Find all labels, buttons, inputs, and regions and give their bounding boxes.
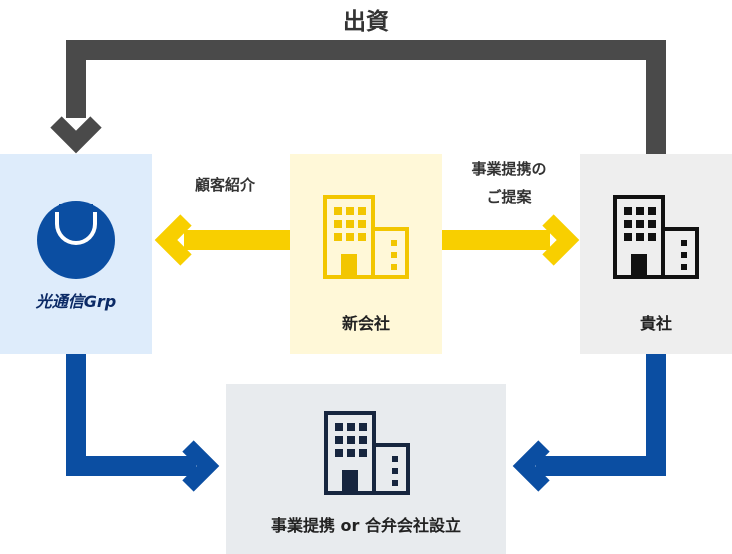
right-box-label: 貴社 xyxy=(639,314,672,333)
right-yellow-arrow xyxy=(442,214,580,266)
bottom-box-label: 事業提携 or 合弁会社設立 xyxy=(270,516,462,535)
right-box xyxy=(580,154,732,354)
center-box xyxy=(290,154,442,354)
customer-referral-label: 顧客紹介 xyxy=(194,176,255,194)
right-blue-connector xyxy=(512,354,666,492)
investment-label: 出資 xyxy=(343,9,389,35)
investment-connector xyxy=(50,40,666,154)
building-navy-icon xyxy=(324,411,410,495)
left-box-label: 光通信Grp xyxy=(35,292,117,311)
partnership-proposal-label-line2: ご提案 xyxy=(486,188,532,206)
left-blue-connector xyxy=(66,354,220,492)
center-box-label: 新会社 xyxy=(341,314,390,333)
logo-icon xyxy=(37,201,115,279)
partnership-proposal-label-line1: 事業提携の xyxy=(471,160,547,178)
building-yellow-icon xyxy=(323,195,409,279)
left-yellow-arrow xyxy=(154,214,290,266)
building-black-icon xyxy=(613,195,699,279)
